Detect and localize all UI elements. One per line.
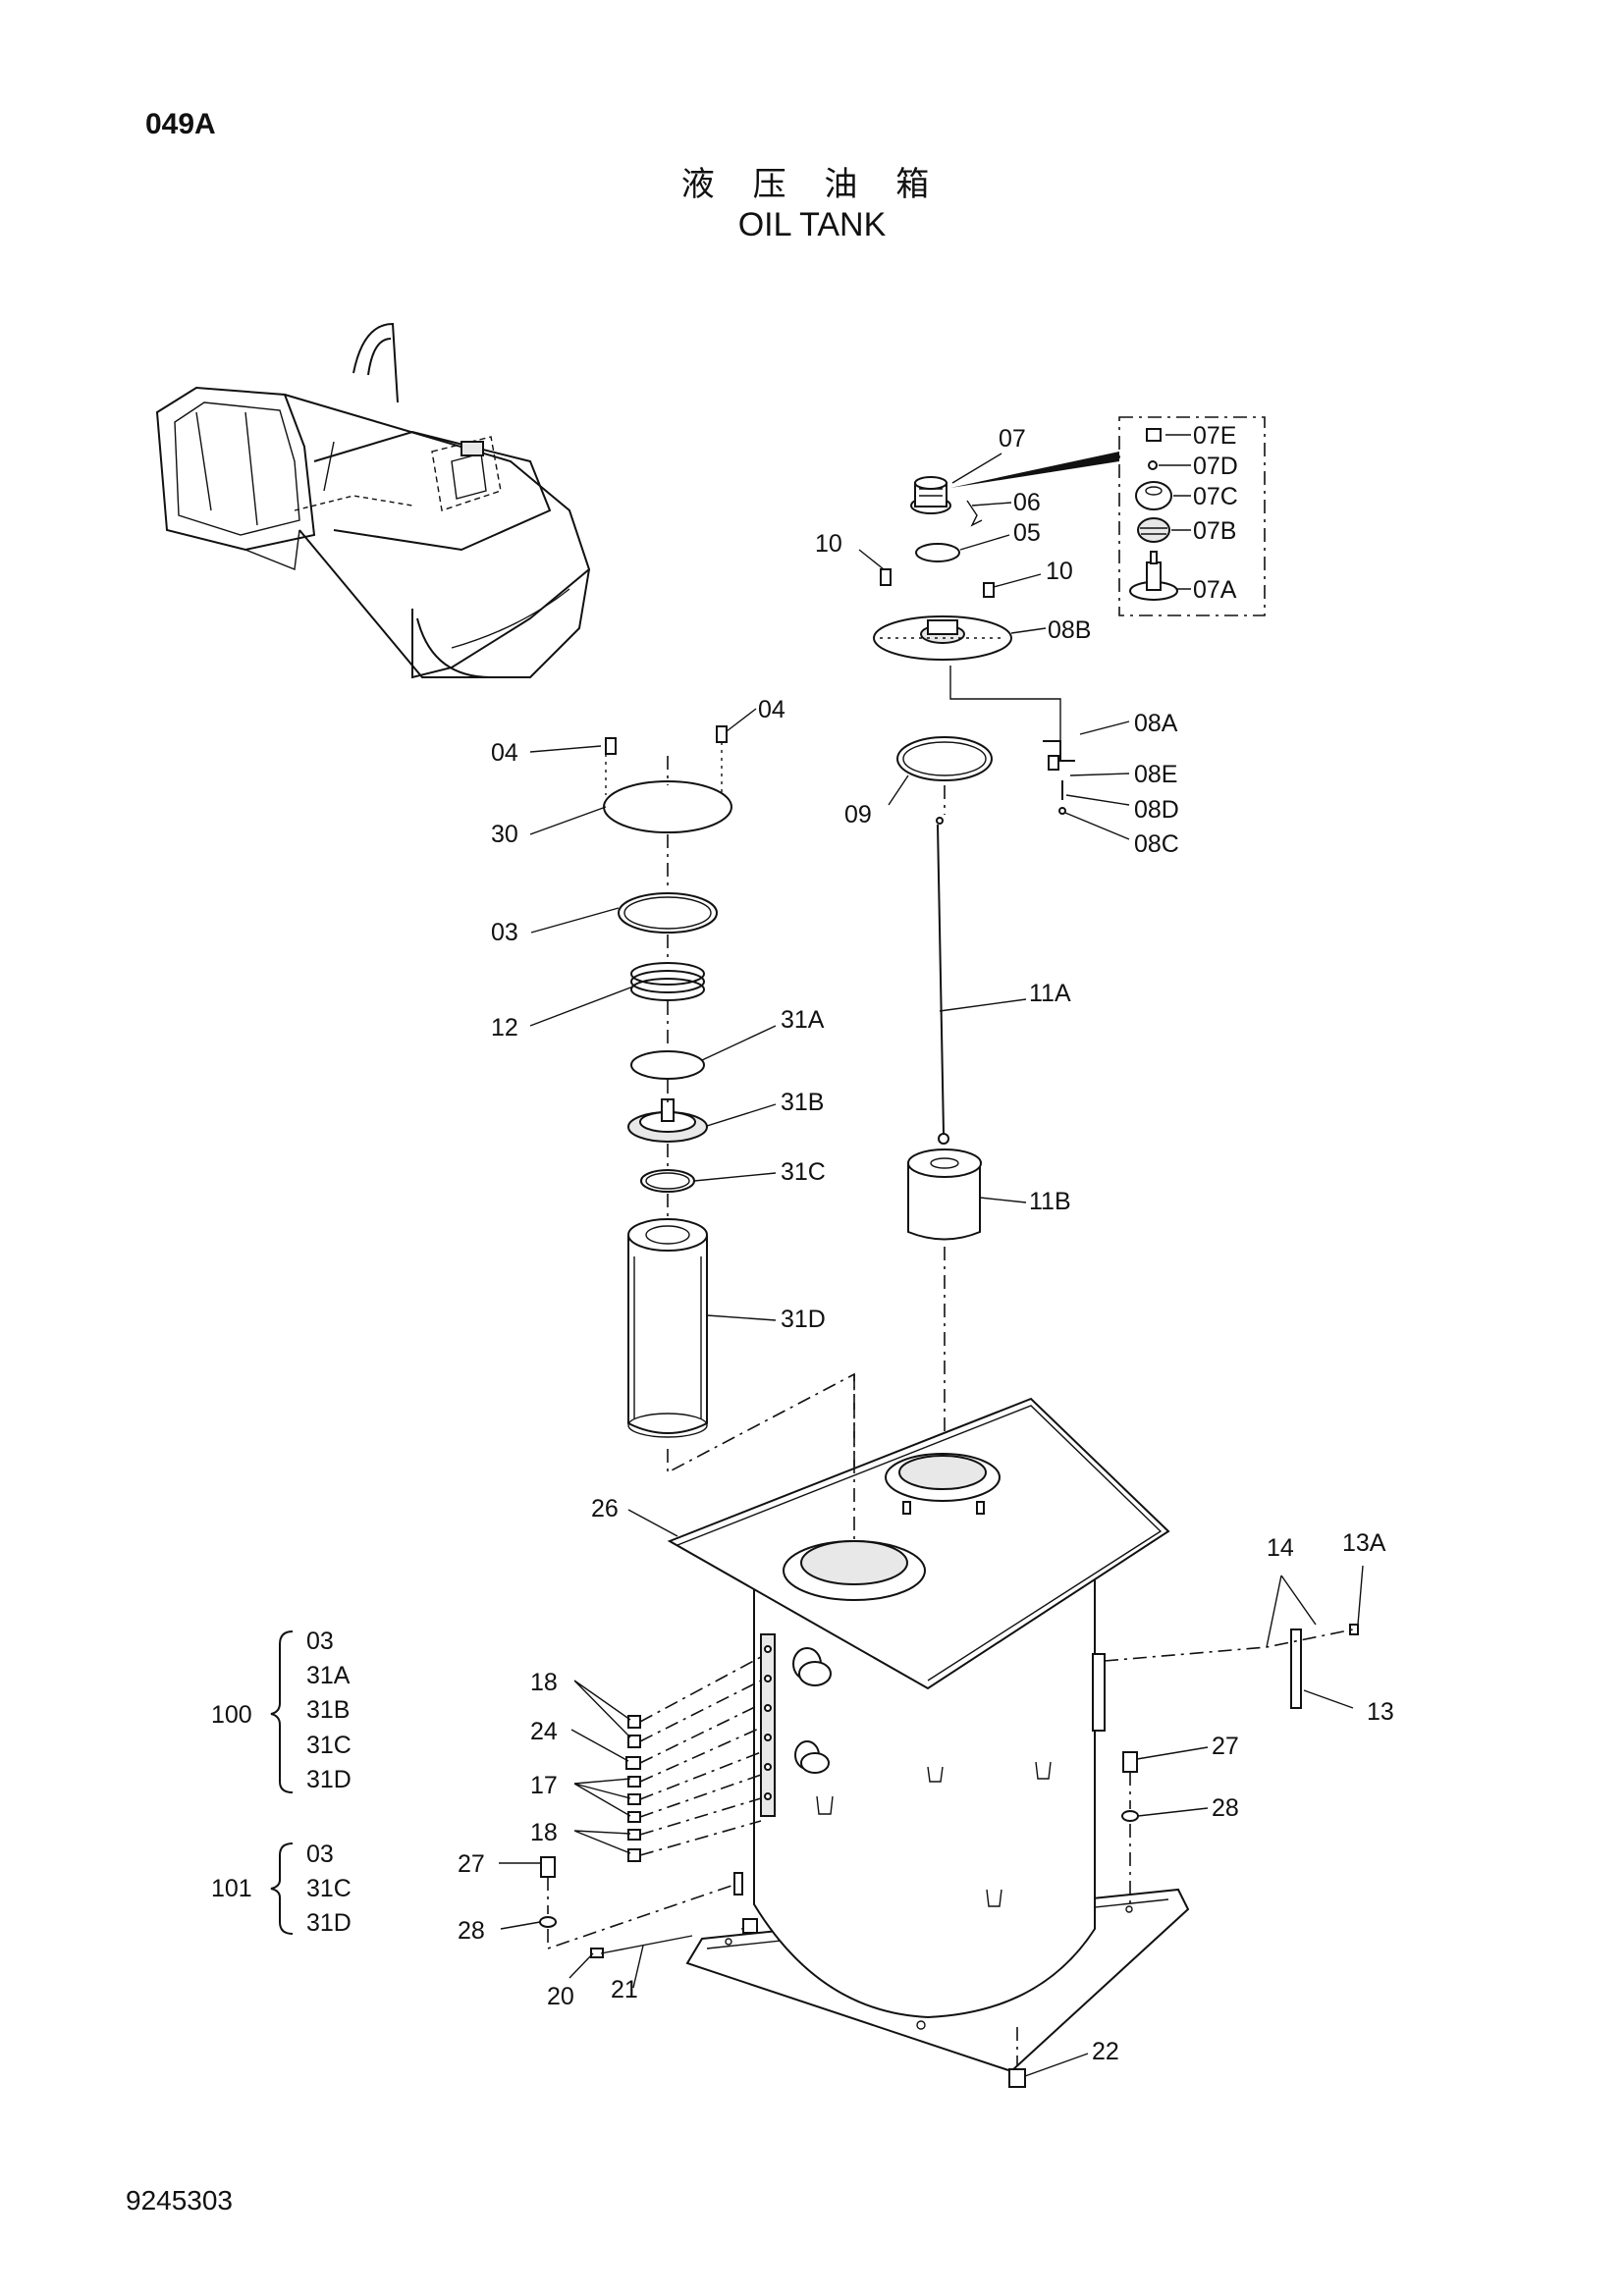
callout-10-right: 10	[1046, 558, 1073, 585]
callout-27-right: 27	[1212, 1733, 1239, 1760]
kit-101-number: 101	[211, 1875, 252, 1902]
callout-13: 13	[1367, 1698, 1394, 1726]
kit-100-item-3: 31B	[306, 1696, 350, 1724]
callout-08D: 08D	[1134, 796, 1179, 824]
callout-21: 21	[611, 1976, 638, 2003]
kit-100-number: 100	[211, 1701, 252, 1729]
kit-100-item-2: 31A	[306, 1662, 351, 1689]
callout-07C: 07C	[1193, 483, 1238, 510]
callout-31C: 31C	[781, 1158, 826, 1186]
detail-07B-filter	[1137, 517, 1170, 543]
title-chinese: 液 压 油 箱	[680, 165, 944, 204]
callout-14: 14	[1267, 1534, 1294, 1562]
return-filter-stack	[603, 725, 855, 1541]
callout-07: 07	[999, 425, 1026, 453]
callout-11A: 11A	[1029, 980, 1071, 1007]
callout-08B: 08B	[1048, 616, 1091, 644]
breather-assembly	[873, 416, 1266, 815]
callout-13A: 13A	[1342, 1529, 1386, 1557]
kit-100-group: 100 03 31A 31B 31C 31D	[211, 1628, 352, 1793]
callout-08C: 08C	[1134, 830, 1179, 858]
detail-07E-cap	[1146, 428, 1162, 442]
callout-17: 17	[530, 1772, 558, 1799]
callout-04-left: 04	[491, 739, 518, 767]
page-id: 049A	[145, 108, 216, 140]
callout-31A: 31A	[781, 1006, 825, 1034]
callout-24: 24	[530, 1718, 558, 1745]
callout-08E: 08E	[1134, 761, 1177, 788]
kit-100-item-1: 03	[306, 1628, 334, 1655]
callout-11B: 11B	[1029, 1188, 1071, 1215]
callout-31D: 31D	[781, 1306, 826, 1333]
title-english: OIL TANK	[737, 206, 887, 243]
detail-07D-ball	[1148, 460, 1158, 470]
detail-07A-body	[1129, 551, 1178, 601]
callout-07E: 07E	[1193, 422, 1236, 450]
callout-18-lower: 18	[530, 1819, 558, 1846]
kit-101-item-2: 31C	[306, 1875, 352, 1902]
hydraulic-oil-tank	[667, 1374, 1190, 2088]
callout-18-upper: 18	[530, 1669, 558, 1696]
kit-100-item-4: 31C	[306, 1732, 352, 1759]
callout-28-left: 28	[458, 1917, 485, 1945]
callout-10-left: 10	[815, 530, 842, 558]
callout-12: 12	[491, 1014, 518, 1041]
callout-09: 09	[844, 801, 872, 828]
callout-22: 22	[1092, 2038, 1119, 2065]
callout-28-right: 28	[1212, 1794, 1239, 1822]
callout-04-right: 04	[758, 696, 785, 723]
callout-27-left: 27	[458, 1850, 485, 1878]
callout-26: 26	[591, 1495, 619, 1522]
callout-20: 20	[547, 1983, 574, 2010]
level-gauge-stack	[896, 736, 993, 1453]
detail-07C-element	[1135, 481, 1172, 510]
callout-03: 03	[491, 919, 518, 946]
excavator-locator-illustration	[155, 322, 591, 679]
kit-101-item-1: 03	[306, 1841, 334, 1868]
callout-05: 05	[1013, 519, 1041, 547]
callout-07A: 07A	[1193, 576, 1237, 604]
callout-07D: 07D	[1193, 453, 1238, 480]
drawing-number: 9245303	[126, 2185, 234, 2216]
callout-08A: 08A	[1134, 710, 1178, 737]
kit-101-group: 101 03 31C 31D	[211, 1841, 352, 1937]
callout-31B: 31B	[781, 1089, 824, 1116]
part-callouts: 07 07E 07D 07C 07B 07A 06 05 10 10 08B 0…	[458, 422, 1394, 2065]
callout-07B: 07B	[1193, 517, 1236, 545]
kit-100-item-5: 31D	[306, 1766, 352, 1793]
leader-lines	[499, 434, 1364, 2077]
callout-06: 06	[1013, 489, 1041, 516]
callout-30: 30	[491, 821, 518, 848]
kit-101-item-3: 31D	[306, 1909, 352, 1937]
